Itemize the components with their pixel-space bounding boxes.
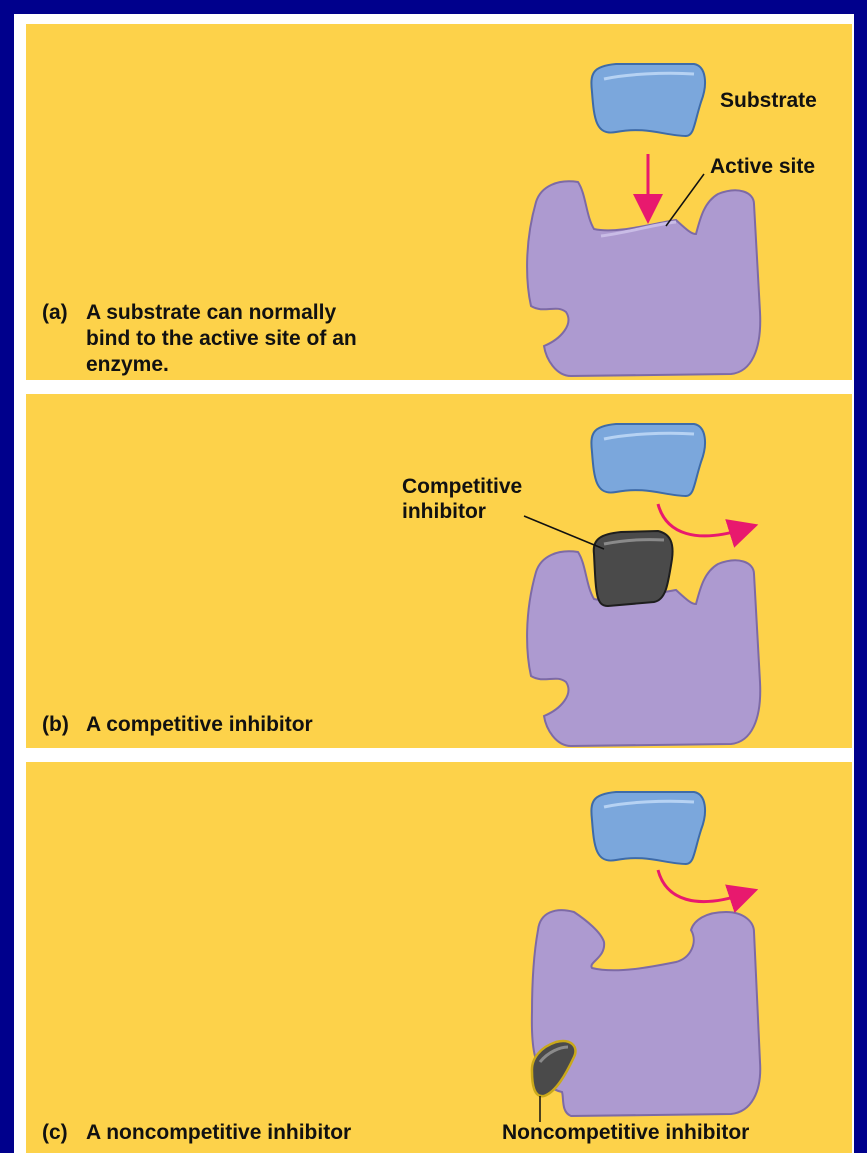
substrate-shape bbox=[590, 63, 707, 138]
enzyme-shape bbox=[526, 180, 762, 378]
caption-b-letter: (b) bbox=[42, 713, 69, 736]
caption-c-letter: (c) bbox=[42, 1121, 68, 1144]
deflection-arrow bbox=[656, 503, 759, 548]
caption-b-line-1: A competitive inhibitor bbox=[86, 713, 313, 736]
caption-b: (b) A competitive inhibitor bbox=[42, 712, 313, 738]
enzyme-shape bbox=[530, 909, 762, 1118]
competitive-inhibitor-label-line-1: Competitive bbox=[402, 475, 523, 498]
noncompetitive-inhibitor-label: Noncompetitive inhibitor bbox=[502, 1121, 750, 1144]
competitive-inhibitor-label: Competitive inhibitor bbox=[402, 474, 522, 524]
caption-a-line-3: enzyme. bbox=[86, 352, 169, 376]
caption-c: (c) A noncompetitive inhibitor bbox=[42, 1120, 351, 1146]
caption-a-letter: (a) bbox=[42, 301, 68, 324]
noncompetitive-inhibitor-shape bbox=[530, 1039, 577, 1098]
panel-a-substrate-binding: Substrate Active site (a) A substrate can… bbox=[26, 24, 852, 380]
competitive-inhibitor-leader bbox=[523, 515, 605, 550]
enzyme-shape bbox=[526, 550, 762, 748]
substrate-label: Substrate bbox=[720, 89, 817, 112]
caption-a-line-2: bind to the active site of an bbox=[86, 326, 357, 350]
panel-b-diagram bbox=[523, 423, 762, 748]
figure-frame: Substrate Active site (a) A substrate can… bbox=[14, 14, 854, 1153]
active-site-leader bbox=[665, 173, 705, 227]
caption-c-line-1: A noncompetitive inhibitor bbox=[86, 1121, 352, 1144]
caption-a-line-1: A substrate can normally bbox=[86, 301, 337, 324]
panel-c-diagram bbox=[530, 791, 762, 1122]
panel-a-diagram bbox=[526, 63, 762, 378]
competitive-inhibitor-shape bbox=[592, 529, 674, 608]
substrate-shape bbox=[590, 423, 707, 498]
competitive-inhibitor-label-line-2: inhibitor bbox=[402, 500, 486, 524]
substrate-shape bbox=[590, 791, 707, 866]
panel-c-noncompetitive-inhibitor: (c) A noncompetitive inhibitor Noncompeti… bbox=[26, 762, 852, 1153]
active-site-label: Active site bbox=[710, 155, 816, 178]
panel-b-competitive-inhibitor: Competitive inhibitor (b) A competitive i… bbox=[26, 394, 852, 748]
deflection-arrow bbox=[656, 869, 759, 913]
